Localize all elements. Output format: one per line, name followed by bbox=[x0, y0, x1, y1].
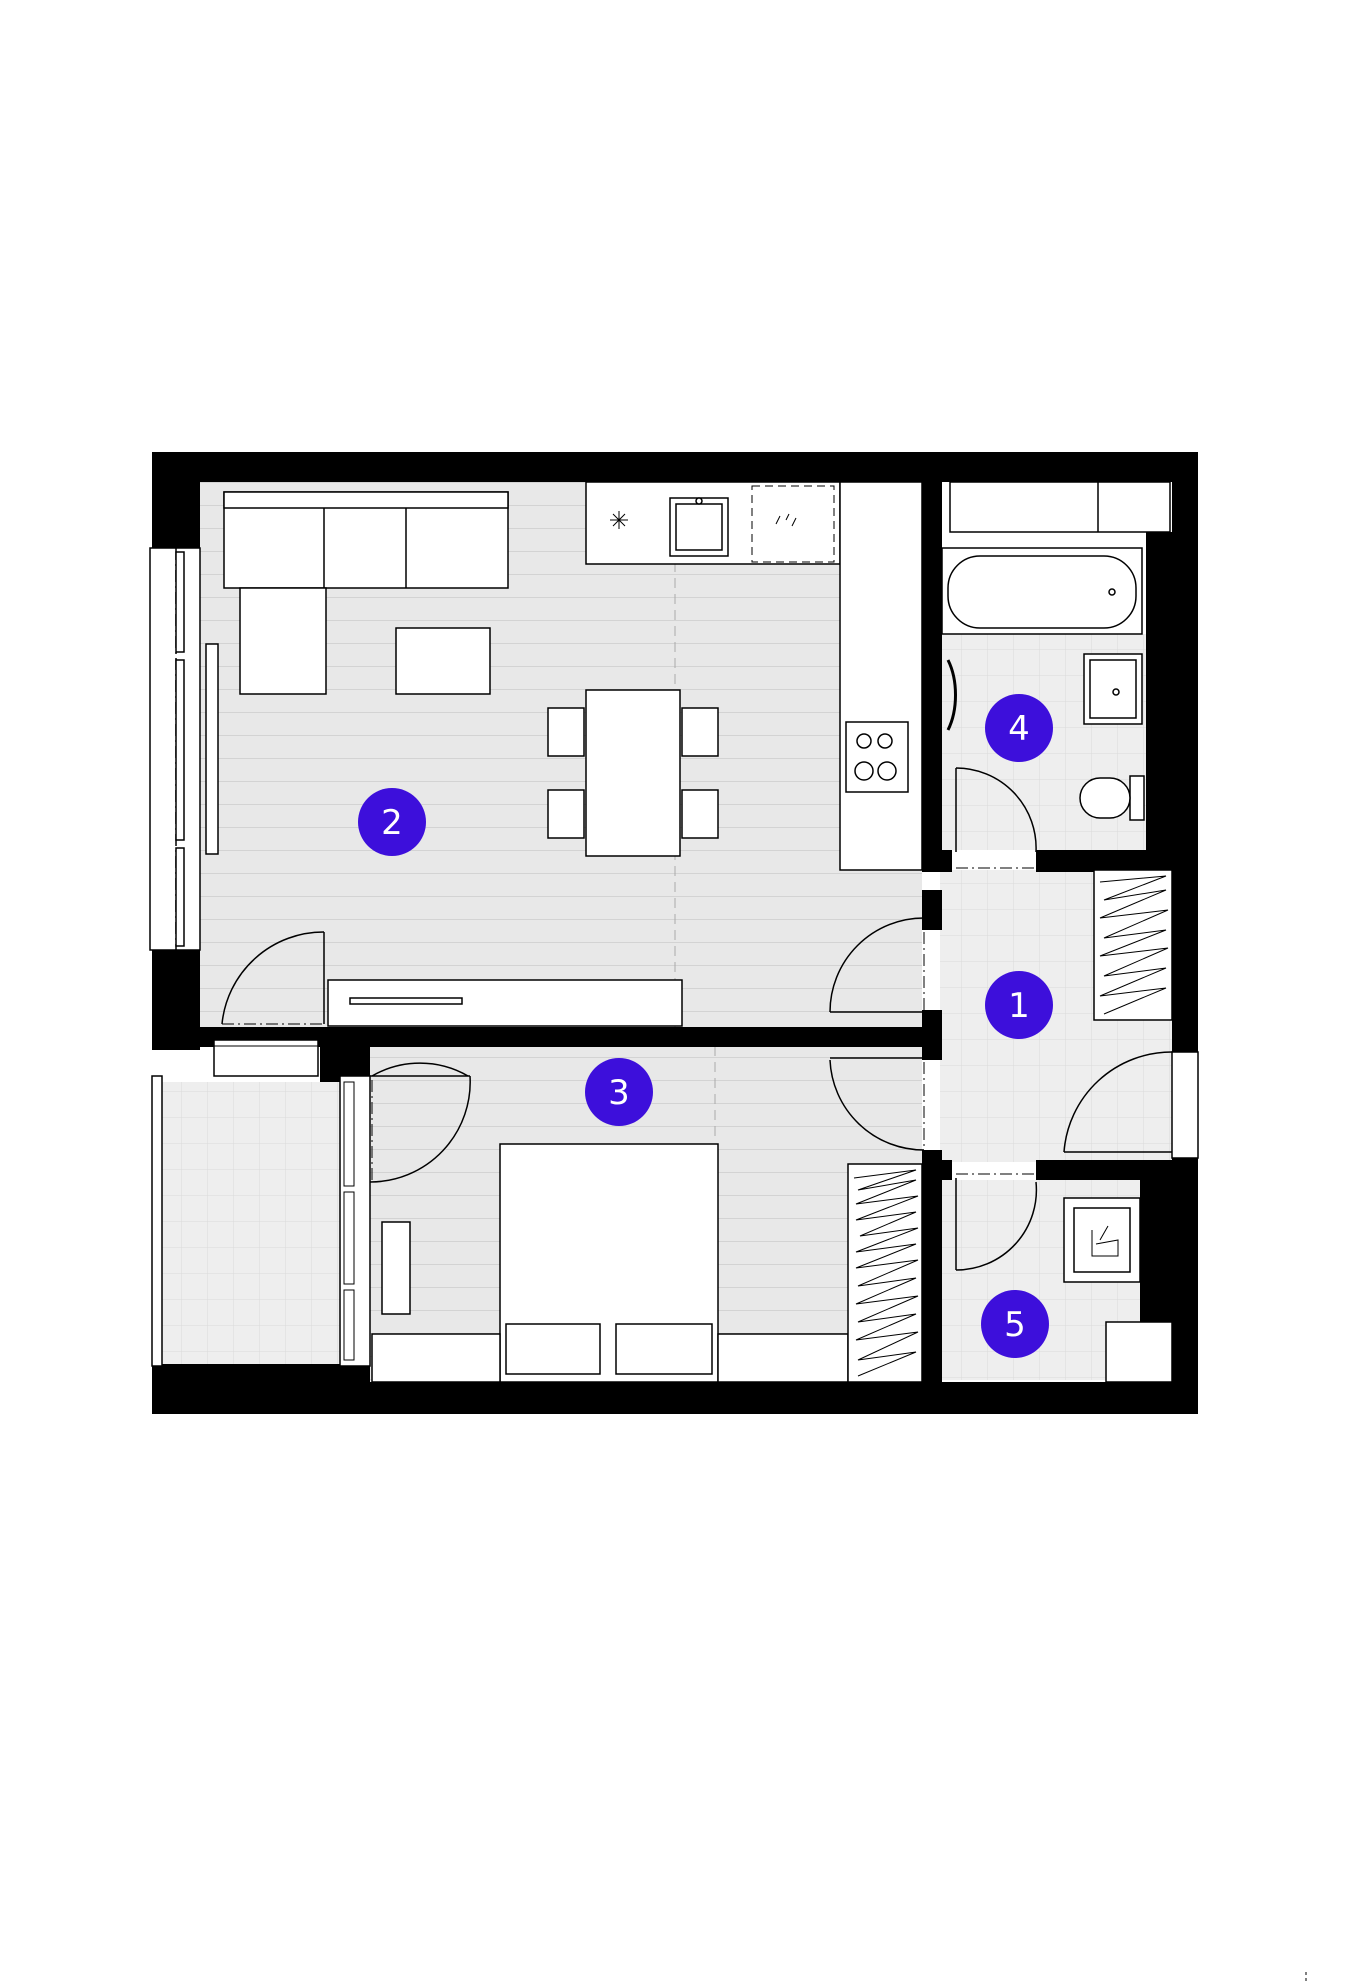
wardrobe-hall bbox=[1093, 869, 1173, 1021]
floor-balcony bbox=[160, 1082, 350, 1364]
dining-set bbox=[547, 689, 719, 857]
storage-box bbox=[1105, 1321, 1173, 1383]
washbasin-icon bbox=[1083, 653, 1143, 725]
room-badge-3: 3 bbox=[585, 1058, 653, 1126]
coffee-table bbox=[395, 627, 491, 695]
dishwasher bbox=[751, 485, 835, 563]
sofa bbox=[223, 491, 509, 695]
bedroom-shelf bbox=[381, 1221, 411, 1315]
kitchen bbox=[585, 481, 923, 871]
room-badge-5: 5 bbox=[981, 1290, 1049, 1358]
bathtub bbox=[941, 547, 1143, 635]
room-number-3: 3 bbox=[608, 1073, 630, 1113]
shower-rail bbox=[946, 659, 957, 731]
sink-icon bbox=[669, 497, 729, 557]
tv-stand bbox=[205, 643, 219, 855]
room-badges: 1 2 3 4 5 bbox=[358, 694, 1053, 1358]
wardrobe-bedroom bbox=[847, 1163, 923, 1383]
window-hall bbox=[1171, 1051, 1199, 1159]
doors bbox=[221, 767, 1173, 1271]
furniture bbox=[205, 481, 1173, 1383]
room-number-2: 2 bbox=[381, 803, 403, 843]
room-badge-4: 4 bbox=[985, 694, 1053, 762]
bed bbox=[371, 1143, 849, 1383]
window-room-2 bbox=[149, 547, 201, 951]
room-badge-1: 1 bbox=[985, 971, 1053, 1039]
toilet-icon bbox=[1079, 775, 1145, 821]
walls bbox=[152, 452, 1198, 1414]
room-number-1: 1 bbox=[1008, 986, 1030, 1026]
windows bbox=[149, 455, 1199, 1159]
fridge-icon bbox=[610, 511, 628, 529]
room-number-4: 4 bbox=[1008, 709, 1030, 749]
washing-machine-icon bbox=[1063, 1197, 1141, 1283]
cooktop-icon bbox=[845, 721, 909, 793]
storage-shelf bbox=[949, 481, 1171, 533]
room-badge-2: 2 bbox=[358, 788, 426, 856]
room-number-5: 5 bbox=[1004, 1305, 1026, 1345]
balcony bbox=[151, 1039, 371, 1367]
